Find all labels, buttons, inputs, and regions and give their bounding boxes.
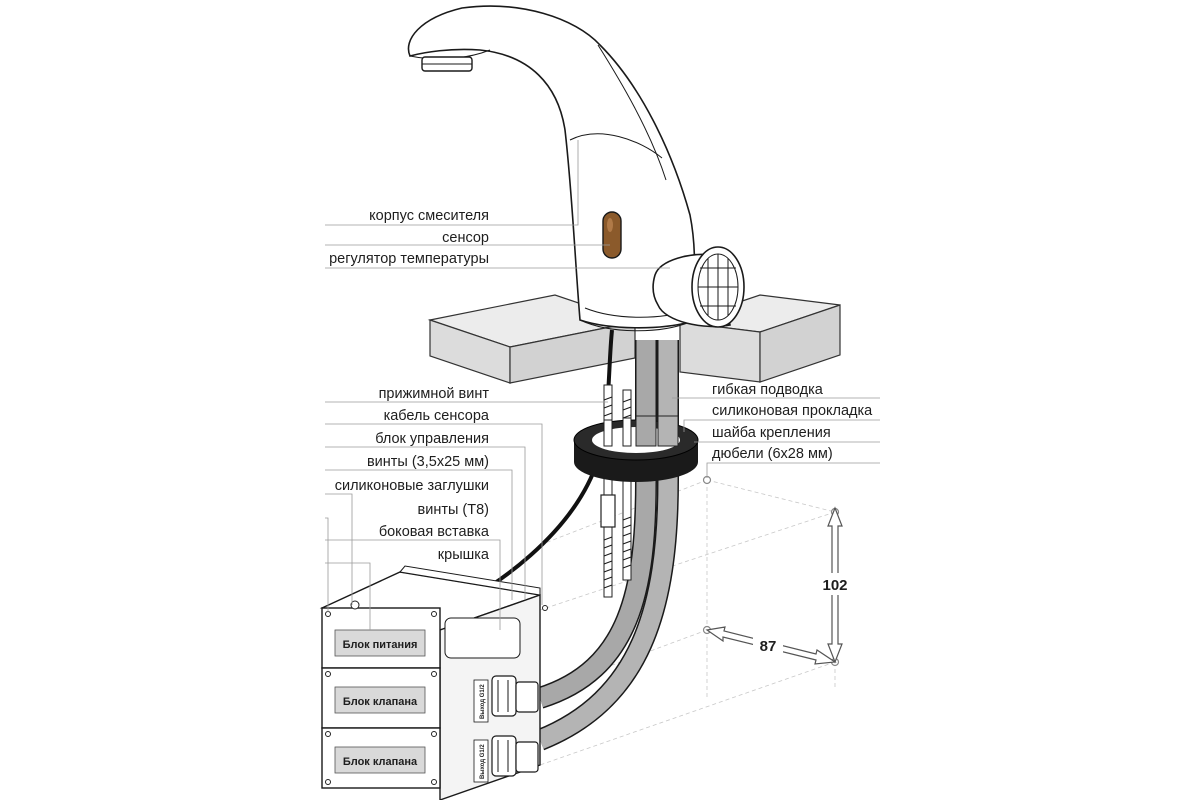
leader-lines-left xyxy=(325,140,670,630)
label-dowels: дюбели (6х28 мм) xyxy=(712,446,833,462)
label-control-unit: блок управления xyxy=(375,431,489,447)
label-silicone-plugs: силиконовые заглушки xyxy=(335,478,489,494)
label-sensor-cable: кабель сенсора xyxy=(384,408,490,424)
label-clamp-screw: прижимной винт xyxy=(379,386,490,402)
clamp-screw xyxy=(600,384,632,598)
label-cover: крышка xyxy=(438,547,490,563)
label-faucet-body: корпус смесителя xyxy=(369,208,489,224)
temperature-regulator xyxy=(652,246,745,328)
dimension-horizontal-label: 87 xyxy=(760,638,777,655)
label-screws-t8: винты (Т8) xyxy=(418,502,489,518)
labels-left: корпус смесителя сенсор регулятор темпер… xyxy=(329,208,490,563)
valve-box-2-label: Блок клапана xyxy=(343,756,418,768)
dimension-vertical: 102 xyxy=(818,506,852,664)
leader-lines-right xyxy=(672,397,880,478)
dimension-horizontal: 87 xyxy=(705,626,837,665)
dimension-vertical-label: 102 xyxy=(822,577,847,594)
fitting-1 xyxy=(491,675,539,717)
power-box-label: Блок питания xyxy=(343,639,418,651)
outlet-1-label: Выход G1/2 xyxy=(480,684,486,719)
fitting-2 xyxy=(491,735,539,777)
sensor-window xyxy=(602,211,622,259)
label-screws-3-5x25: винты (3,5х25 мм) xyxy=(367,454,489,470)
label-silicone-gasket: силиконовая прокладка xyxy=(712,403,873,419)
label-temperature-regulator: регулятор температуры xyxy=(329,251,489,267)
mounting-washer xyxy=(573,415,699,482)
labels-right: гибкая подводка силиконовая прокладка ша… xyxy=(712,382,873,462)
faucet-body xyxy=(407,5,696,332)
valve-box-1-label: Блок клапана xyxy=(343,696,418,708)
label-side-insert: боковая вставка xyxy=(379,524,490,540)
label-mounting-washer: шайба крепления xyxy=(712,425,831,441)
label-flexible-hose: гибкая подводка xyxy=(712,382,824,398)
label-sensor: сенсор xyxy=(442,230,489,246)
control-unit: Блок питания Блок клапана Блок клапана В… xyxy=(319,565,548,800)
outlet-2-label: Выход G1/2 xyxy=(480,744,486,779)
flexible-hoses xyxy=(535,340,679,751)
